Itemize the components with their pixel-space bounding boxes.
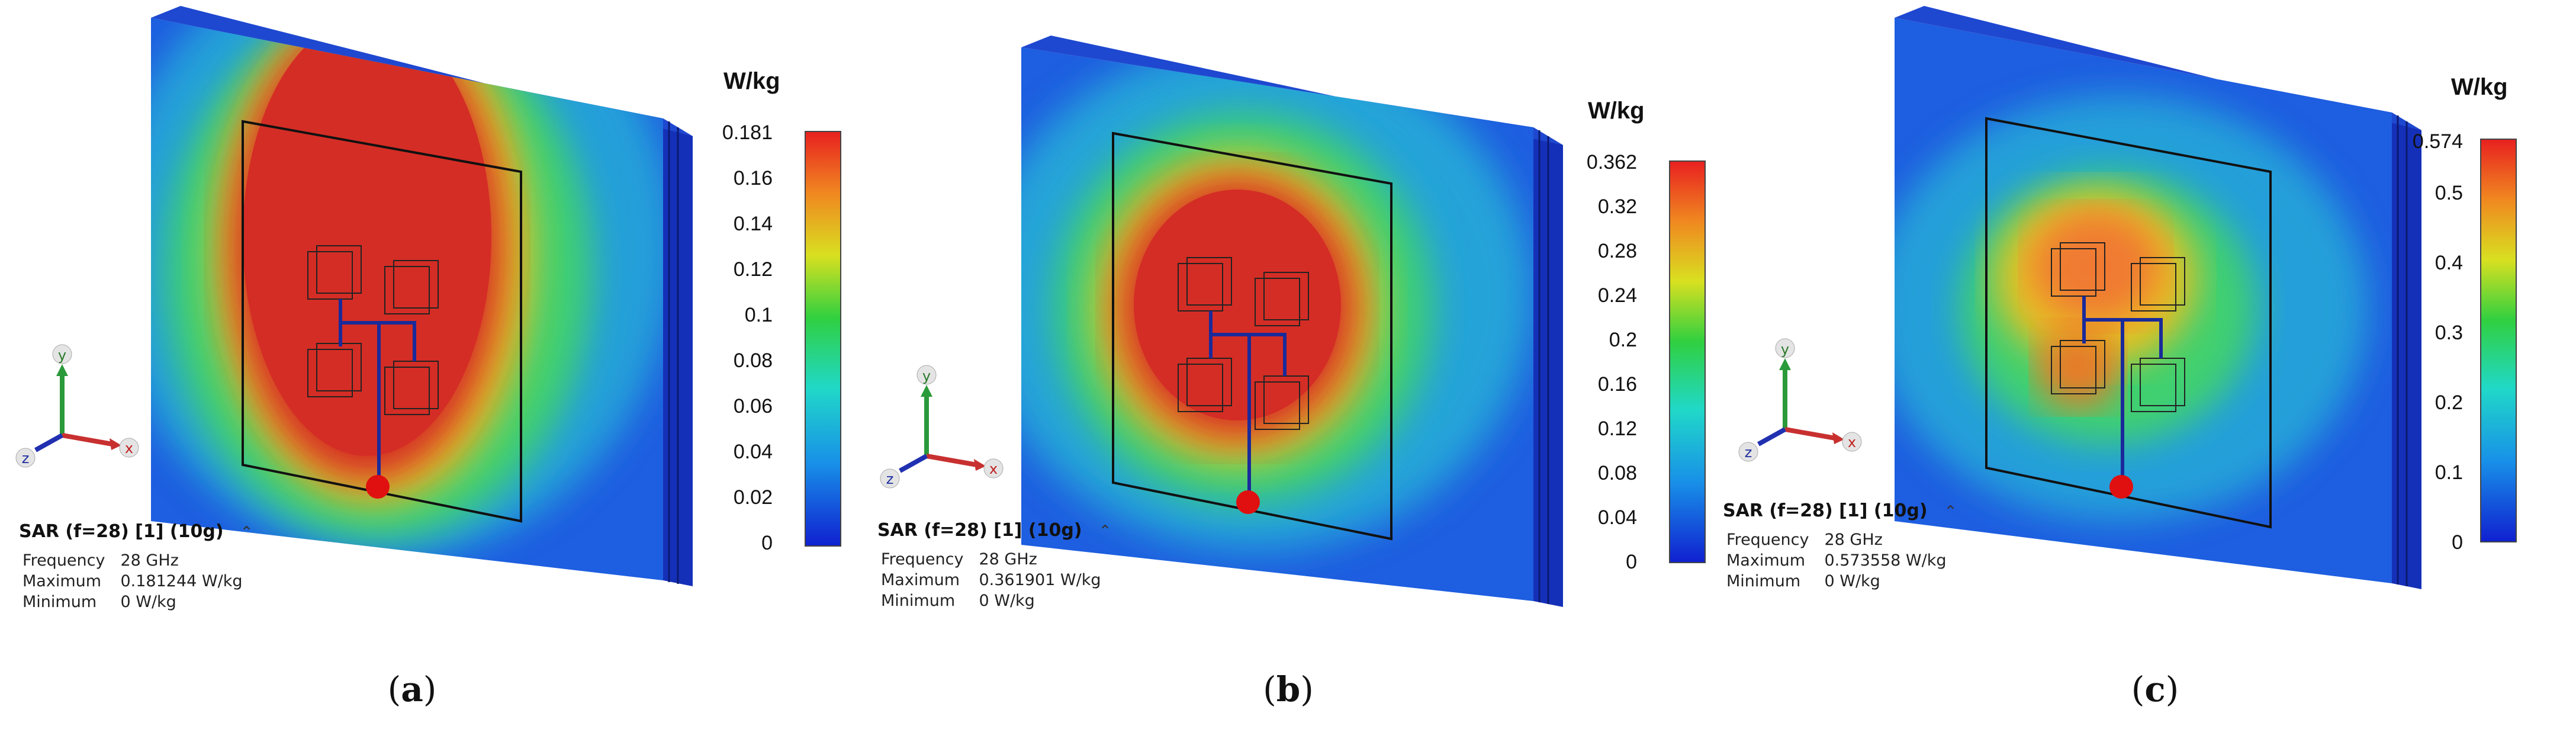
colorbar-tick: 0.2 xyxy=(1609,329,1637,351)
sar-panel-c: y x z W/kg 0.574 0.5 0.4 0.3 0.2 0.1 0 S… xyxy=(1717,0,2575,729)
colorbar-unit: W/kg xyxy=(723,68,780,94)
phantom-sar-view-a: y x z xyxy=(15,6,841,586)
colorbar-tick: 0.06 xyxy=(733,395,773,418)
phantom-sar-view-c: y x z xyxy=(1738,6,2517,589)
feed-port xyxy=(366,475,390,499)
colorbar-tick: 0.04 xyxy=(1597,506,1637,529)
colorbar-tick: 0.362 xyxy=(1586,151,1637,174)
colorbar-tick: 0.181 xyxy=(722,121,773,144)
feed-port xyxy=(1236,490,1260,514)
collapse-icon[interactable]: ⌃ xyxy=(240,524,253,541)
colorbar-tick: 0.12 xyxy=(733,258,773,281)
antenna-array xyxy=(1178,257,1309,503)
axis-x-label: x xyxy=(125,440,133,457)
colorbar-tick: 0.574 xyxy=(2412,130,2463,153)
result-title: SAR (f=28) [1] (10g) xyxy=(19,521,224,542)
colorbar-tick: 0 xyxy=(2452,531,2463,554)
colorbar xyxy=(2480,139,2517,542)
collapse-icon[interactable]: ⌃ xyxy=(1098,522,1112,540)
colorbar-tick: 0.02 xyxy=(733,486,773,509)
antenna-array xyxy=(2051,242,2185,489)
axis-z-label: z xyxy=(22,450,30,467)
phantom-top-face xyxy=(1021,36,1563,145)
axis-y-label: y xyxy=(922,368,931,384)
axis-triad xyxy=(880,365,1004,489)
colorbar-tick: 0.4 xyxy=(2435,252,2463,274)
colorbar-tick: 0 xyxy=(761,532,773,554)
colorbar-tick: 0.04 xyxy=(733,441,773,463)
result-title: SAR (f=28) [1] (10g) xyxy=(877,520,1082,541)
phantom-sar-view-b: y x z xyxy=(880,36,1706,607)
colorbar-tick: 0.5 xyxy=(2435,182,2463,204)
axis-x-label: x xyxy=(989,461,998,477)
colorbar-tick: 0 xyxy=(1626,551,1637,573)
axis-x-label: x xyxy=(1848,434,1856,451)
colorbar-tick: 0.28 xyxy=(1597,240,1637,262)
colorbar-tick: 0.24 xyxy=(1597,284,1637,307)
sar-panel-b: y x z W/kg 0.362 0.32 0.28 0.24 0.2 0.16… xyxy=(864,0,1723,729)
colorbar-tick: 0.1 xyxy=(2435,461,2463,484)
panel-caption: (c) xyxy=(2131,669,2179,709)
colorbar-tick: 0.3 xyxy=(2435,322,2463,344)
colorbar-tick: 0.2 xyxy=(2435,391,2463,414)
ground-plane-outline xyxy=(1112,131,1392,541)
axis-triad xyxy=(15,344,139,468)
colorbar-unit: W/kg xyxy=(1588,98,1645,124)
sar-panel-a: y x z W/kg 0.181 0.16 0.14 0.12 0.1 0.08… xyxy=(0,0,858,729)
ground-plane-outline xyxy=(1985,117,2272,529)
colorbar-tick: 0.08 xyxy=(1597,462,1637,484)
antenna-array xyxy=(307,245,439,489)
colorbar-tick: 0.1 xyxy=(744,304,773,326)
colorbar xyxy=(805,131,841,547)
phantom-top-face xyxy=(151,6,693,136)
axis-triad xyxy=(1738,338,1862,462)
axis-y-label: y xyxy=(1781,341,1789,358)
panel-caption: (a) xyxy=(387,669,437,709)
feed-port xyxy=(2109,475,2133,499)
colorbar-unit: W/kg xyxy=(2451,74,2508,100)
axis-z-label: z xyxy=(1745,444,1752,461)
ground-plane-outline xyxy=(242,120,522,523)
colorbar-tick: 0.14 xyxy=(733,213,773,235)
collapse-icon[interactable]: ⌃ xyxy=(1944,503,1957,521)
colorbar-tick: 0.32 xyxy=(1597,195,1637,218)
colorbar-tick: 0.16 xyxy=(733,167,773,190)
colorbar xyxy=(1669,160,1706,563)
panel-caption: (b) xyxy=(1263,669,1314,709)
colorbar-tick: 0.12 xyxy=(1597,418,1637,440)
phantom-top-face xyxy=(1895,6,2421,130)
axis-y-label: y xyxy=(58,347,66,364)
result-title: SAR (f=28) [1] (10g) xyxy=(1723,500,1928,521)
axis-z-label: z xyxy=(886,471,894,487)
colorbar-tick: 0.16 xyxy=(1597,373,1637,396)
colorbar-tick: 0.08 xyxy=(733,349,773,372)
